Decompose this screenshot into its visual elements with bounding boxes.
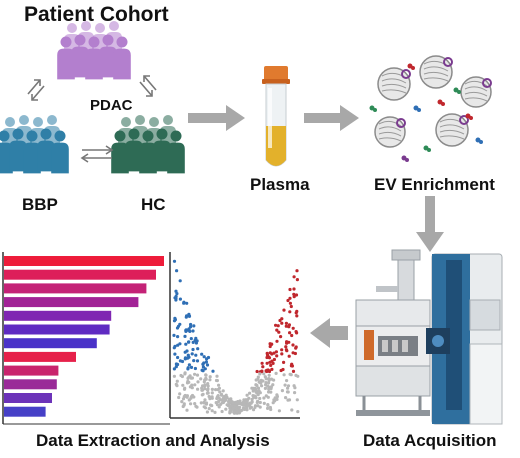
bar-mark	[4, 256, 164, 266]
arrow-icon	[416, 196, 444, 252]
bar-mark	[4, 365, 59, 376]
label-pdac: PDAC	[90, 97, 133, 114]
mass-spectrometer-icon	[355, 249, 503, 425]
arrow-icon	[188, 105, 245, 131]
arrow-icon	[310, 318, 348, 348]
bar-mark	[4, 310, 112, 321]
label-plasma: Plasma	[250, 175, 310, 194]
bar-mark	[4, 379, 57, 390]
bar-mark	[4, 393, 52, 403]
label-bbp: BBP	[22, 195, 58, 214]
bar-mark	[4, 351, 76, 362]
bar-mark	[4, 324, 110, 335]
people-icon	[57, 21, 131, 80]
title-patient-cohort: Patient Cohort	[24, 3, 169, 26]
volcano-plot-icon	[169, 252, 300, 419]
bar-mark	[4, 406, 46, 417]
people-icon	[0, 115, 69, 174]
people-icon	[111, 115, 185, 174]
label-data-acquisition: Data Acquisition	[363, 431, 497, 450]
bar-mark	[4, 283, 147, 294]
label-ev-enrichment: EV Enrichment	[374, 175, 495, 194]
label-data-extraction: Data Extraction and Analysis	[36, 431, 270, 450]
bar-mark	[4, 269, 156, 280]
bar-mark	[4, 297, 139, 308]
bar-mark	[4, 338, 97, 349]
bar-chart-icon	[2, 252, 170, 425]
tube-icon	[262, 66, 290, 167]
label-hc: HC	[141, 195, 166, 214]
exchange-arrow-icon	[27, 75, 157, 163]
vesicle-icon	[369, 55, 492, 162]
arrow-icon	[304, 105, 359, 131]
